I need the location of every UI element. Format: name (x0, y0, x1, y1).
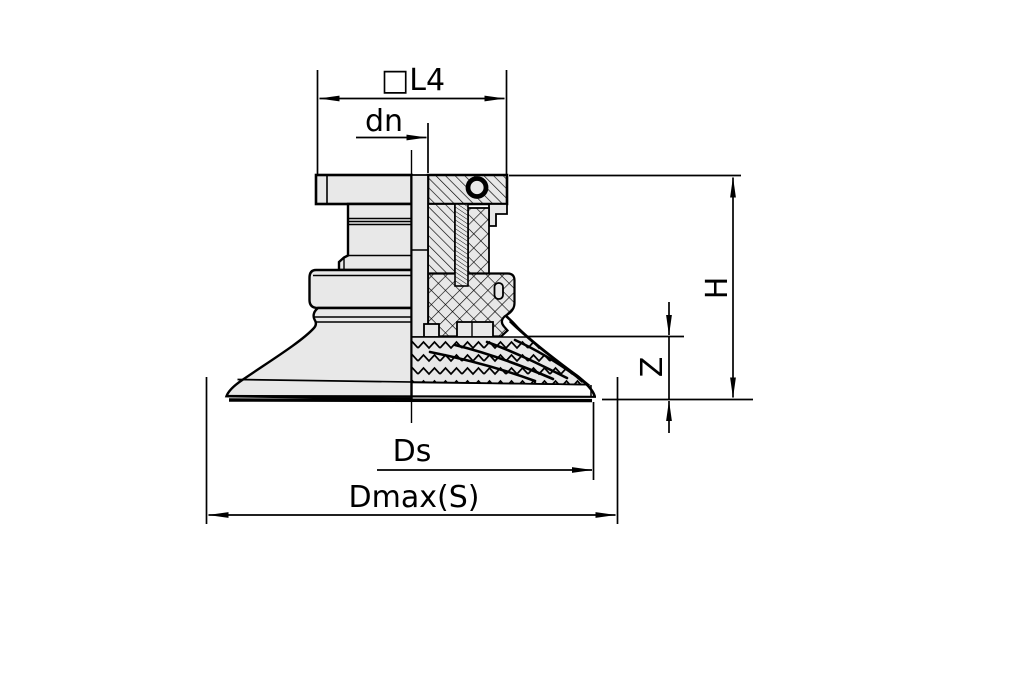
neck-transition-lines (314, 316, 412, 323)
rubber-section-fill (410, 336, 591, 386)
cup-left-half-view (224, 173, 413, 400)
flange-left (314, 173, 413, 206)
sealing-lip (226, 378, 597, 403)
dn-label: dn (365, 104, 403, 139)
h-label: H (700, 277, 735, 300)
collar-slot-hole (493, 282, 504, 300)
nut-section-hatched (427, 203, 456, 275)
bell-inner-edge-right (508, 320, 583, 384)
lip-top-line (237, 378, 589, 386)
bell-outer-edge-right (504, 314, 596, 397)
body-left (337, 202, 413, 272)
cup-right-half-section (410, 173, 596, 398)
lip-shadow-line (228, 398, 593, 403)
clamp-ring-large (456, 321, 494, 338)
dmax-label: Dmax(S) (349, 480, 480, 515)
body-groove-lines (343, 217, 412, 270)
ds-label: Ds (393, 434, 432, 469)
bore-plain (410, 174, 429, 338)
clamp-ring-small (423, 323, 440, 338)
lip-bottom-line (226, 394, 597, 398)
dimension-dmax: Dmax(S) (205, 377, 619, 524)
screw-section-fine-hatch (454, 203, 469, 287)
dimension-l4: □L4 (316, 63, 508, 175)
z-label: Z (635, 357, 670, 378)
dimension-h: H (509, 174, 753, 401)
collar-section-crosshatch (426, 272, 516, 338)
l4-label: □L4 (381, 63, 445, 98)
dimension-ds: Ds (377, 402, 595, 480)
dimension-dn: dn (356, 104, 429, 173)
flange-boss-step (488, 203, 508, 227)
dimension-z: Z (528, 302, 684, 433)
o-ring (465, 176, 489, 199)
bell-left (224, 306, 413, 400)
insert-upper-crosshatch (467, 207, 490, 275)
